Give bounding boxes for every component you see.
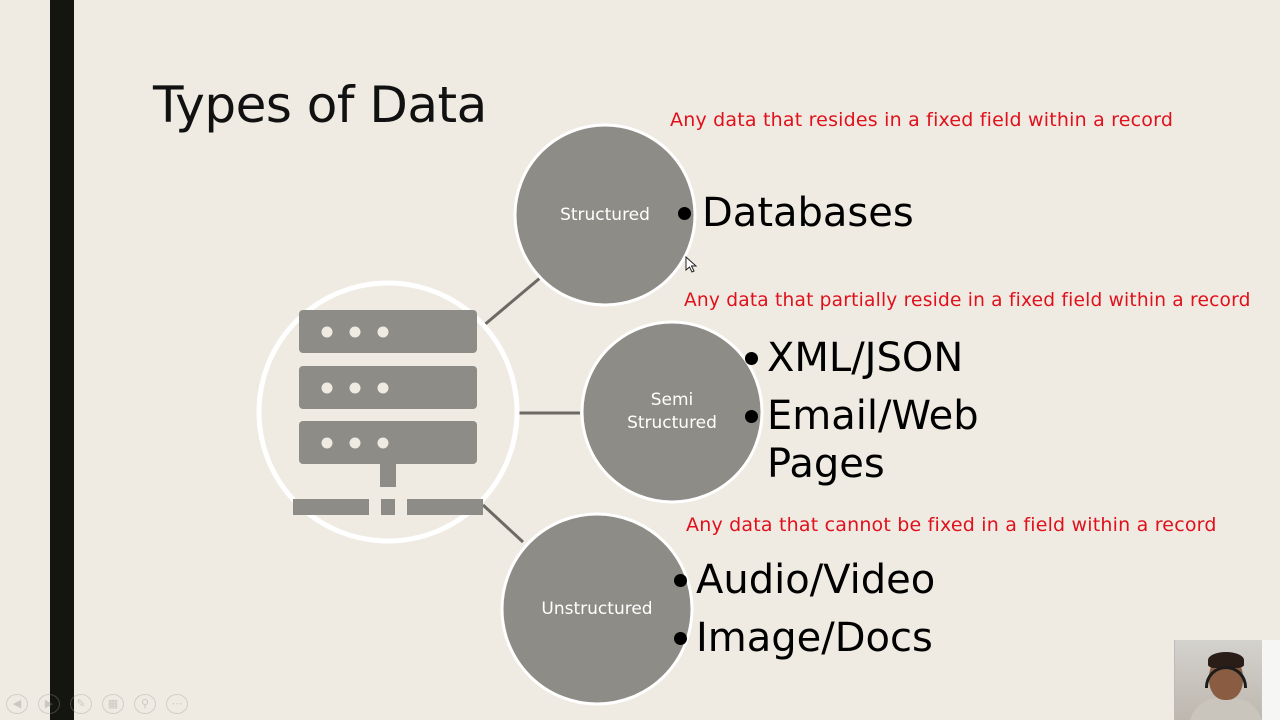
bullet-dot — [674, 632, 687, 645]
presenter-shirt — [1189, 698, 1263, 720]
structured-label: Structured — [560, 205, 650, 225]
unstructured-label: Unstructured — [541, 599, 653, 619]
more-options-icon[interactable]: ⋯ — [166, 694, 188, 714]
connector-unstructured — [481, 503, 525, 544]
presenter-hair — [1208, 652, 1244, 668]
accent-bar — [50, 0, 74, 720]
presenter-webcam — [1174, 640, 1280, 720]
bullet-item: Email/Web — [745, 392, 979, 440]
bullet-item: Image/Docs — [674, 614, 933, 662]
slideshow-toolbar: ◀ ▶ ✎ ▦ ⚲ ⋯ — [6, 694, 188, 714]
semi-structured-circle — [580, 320, 764, 504]
next-slide-button[interactable]: ▶ — [38, 694, 60, 714]
pen-icon[interactable]: ✎ — [70, 694, 92, 714]
bullet-item-continued: Pages — [767, 441, 885, 487]
server-icon — [293, 310, 483, 515]
structured-circle — [513, 123, 697, 307]
server-lights — [321, 326, 389, 449]
semi-structured-definition: Any data that partially reside in a fixe… — [684, 290, 1251, 311]
bullet-dot — [745, 410, 758, 423]
structured-definition: Any data that resides in a fixed field w… — [670, 109, 1174, 131]
unstructured-definition: Any data that cannot be fixed in a field… — [686, 514, 1217, 536]
previous-slide-button[interactable]: ◀ — [6, 694, 28, 714]
unstructured-circle — [500, 512, 694, 706]
bullet-dot — [674, 574, 687, 587]
mouse-cursor-icon — [685, 255, 698, 273]
bullet-dot — [678, 207, 691, 220]
bullet-item: Audio/Video — [674, 556, 935, 604]
bullet-dot — [745, 352, 758, 365]
bullet-item: Databases — [678, 189, 914, 237]
webcam-background — [1262, 640, 1280, 720]
connector-structured — [482, 276, 541, 328]
slides-grid-icon[interactable]: ▦ — [102, 694, 124, 714]
semi-structured-label: Semi Structured — [627, 390, 717, 433]
bullet-item: XML/JSON — [745, 334, 963, 382]
slide-title: Types of Data — [153, 76, 487, 134]
zoom-icon[interactable]: ⚲ — [134, 694, 156, 714]
slide-margin — [0, 0, 50, 720]
